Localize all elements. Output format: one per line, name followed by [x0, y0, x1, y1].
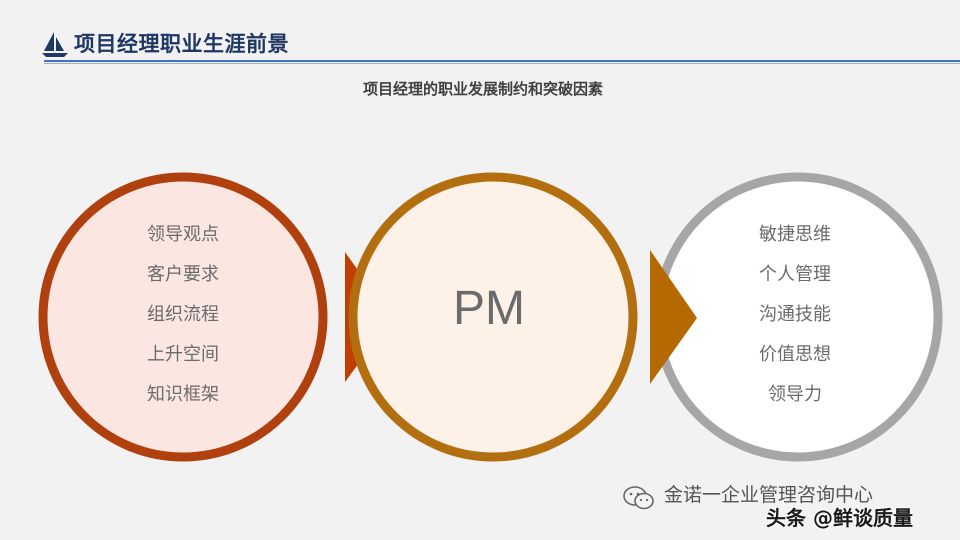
right-factor-list: 敏捷思维 个人管理 沟通技能 价值思想 领导力 [705, 215, 885, 415]
list-item: 知识框架 [147, 384, 219, 405]
list-item: 敏捷思维 [759, 224, 831, 245]
header-divider-thin [44, 63, 960, 64]
watermark-name: 金诺一企业管理咨询中心 [664, 484, 874, 506]
header-divider [44, 60, 960, 62]
diagram-subtitle: 项目经理的职业发展制约和突破因素 [362, 80, 603, 98]
sailboat-icon [42, 32, 68, 57]
list-item: 组织流程 [147, 304, 219, 325]
list-item: 上升空间 [147, 344, 219, 365]
center-label: PM [453, 282, 525, 335]
watermark-tag: 头条 @鲜谈质量 [766, 506, 913, 530]
list-item: 客户要求 [147, 264, 219, 285]
list-item: 沟通技能 [759, 304, 831, 325]
left-factor-list: 领导观点 客户要求 组织流程 上升空间 知识框架 [93, 215, 273, 415]
list-item: 价值思想 [759, 344, 831, 365]
wechat-icon [623, 486, 654, 510]
page-title: 项目经理职业生涯前景 [74, 32, 289, 56]
list-item: 领导观点 [147, 224, 219, 245]
list-item: 个人管理 [759, 264, 831, 285]
center-circle [348, 172, 697, 462]
list-item: 领导力 [768, 384, 822, 405]
